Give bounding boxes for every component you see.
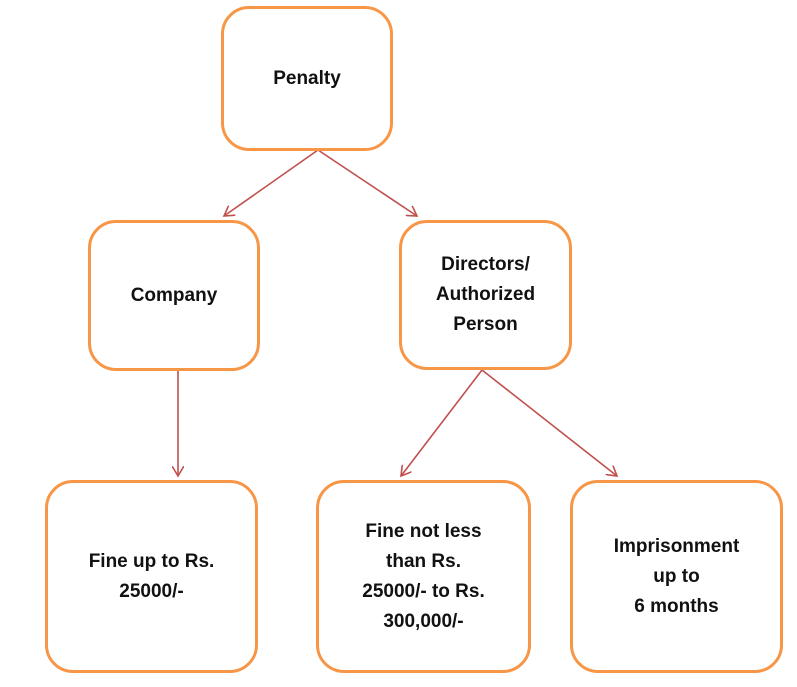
penalty-text-line: Penalty	[273, 67, 341, 89]
arrow-penalty-to-company	[224, 149, 319, 216]
arrow-directors-to-imprisonment	[481, 369, 617, 476]
node-fine-company: Fine up to Rs. 25000/-	[45, 480, 258, 673]
arrow-penalty-to-directors	[317, 149, 417, 216]
node-fine-directors: Fine not less than Rs. 25000/- to Rs. 300,0…	[316, 480, 531, 673]
directors-text-line: Person	[453, 314, 518, 335]
fine-directors-text-line: 300,000/-	[383, 610, 464, 632]
company-text-line: Company	[130, 284, 218, 306]
imprisonment-text-line: Imprisonment	[613, 535, 740, 557]
fine-company-text-line: 25000/-	[119, 580, 184, 602]
node-penalty: Penalty	[221, 6, 393, 151]
arrow-directors-to-fine	[401, 369, 483, 476]
fine-company-text-line: Fine up to Rs.	[88, 550, 215, 572]
node-company: Company	[88, 220, 260, 371]
fine-directors-text-line: than Rs.	[386, 550, 461, 572]
node-imprisonment: Imprisonment up to 6 months	[570, 480, 783, 673]
fine-directors-text-line: 25000/- to Rs.	[362, 580, 485, 602]
directors-text-line: Authorized	[435, 284, 536, 305]
imprisonment-text-line: 6 months	[634, 595, 719, 617]
fine-directors-text-line: Fine not less	[365, 520, 482, 542]
directors-text-line: Directors/	[441, 254, 530, 275]
imprisonment-text-line: up to	[653, 565, 700, 587]
